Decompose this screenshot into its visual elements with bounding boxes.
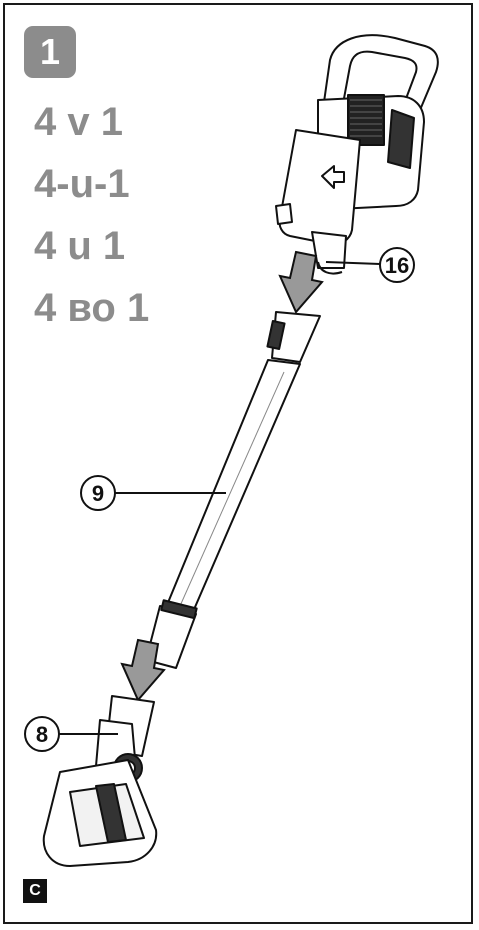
- callout-9-label: 9: [92, 481, 104, 506]
- step-number-badge: 1: [24, 26, 76, 78]
- handheld-unit: [275, 34, 439, 275]
- section-letter: C: [29, 882, 41, 899]
- floor-nozzle: [42, 695, 158, 867]
- step-number: 1: [39, 31, 61, 72]
- insert-arrow-bottom: [120, 638, 166, 702]
- caption-line-4: 4 во 1: [34, 286, 150, 330]
- callout-8: 8: [24, 716, 118, 752]
- caption-line-2: 4-u-1: [34, 162, 130, 206]
- callout-16: 16: [325, 247, 415, 283]
- insert-arrow-top: [278, 250, 324, 314]
- callout-8-label: 8: [36, 722, 48, 747]
- callout-16-label: 16: [385, 253, 409, 278]
- extension-tube: [145, 311, 321, 669]
- section-label: C: [23, 879, 47, 903]
- callout-9: 9: [80, 475, 226, 511]
- caption-line-1: 4 v 1: [34, 100, 123, 144]
- caption-line-3: 4 u 1: [34, 224, 126, 268]
